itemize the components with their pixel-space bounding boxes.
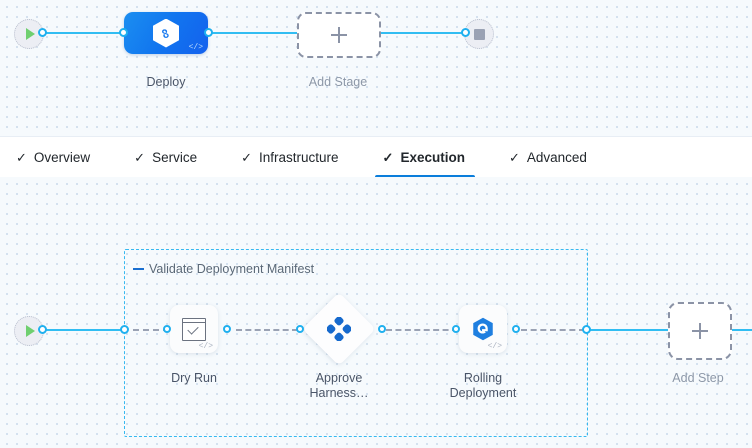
link-addstage-to-end (376, 32, 466, 34)
play-icon (26, 325, 35, 337)
step-label-rolling-deployment: Rolling Deployment (449, 371, 517, 400)
port-rolling-in[interactable] (452, 325, 460, 333)
tab-execution[interactable]: ✓ Execution (374, 137, 476, 178)
link-group-to-addstep (588, 329, 668, 331)
link-rolling-to-group-out (521, 329, 585, 331)
port-dry-run-in[interactable] (163, 325, 171, 333)
stage-config-tabs[interactable]: ✓ Overview ✓ Service ✓ Infrastructure ✓ … (0, 136, 752, 179)
port-group-in[interactable] (120, 325, 129, 334)
step-node-rolling-deployment[interactable]: </> (459, 305, 507, 353)
add-stage-button[interactable] (297, 12, 381, 58)
step-label-dry-run: Dry Run (171, 371, 217, 385)
stage-code-badge[interactable]: </> (188, 43, 203, 52)
tab-service[interactable]: ✓ Service (134, 137, 197, 178)
port-approve-out[interactable] (378, 325, 386, 333)
link-group-in-to-dryrun (133, 329, 169, 331)
plus-icon (331, 27, 347, 43)
check-icon: ✓ (382, 150, 394, 165)
step-code-badge[interactable]: </> (487, 342, 502, 351)
dry-run-check-icon (182, 317, 206, 341)
link-dryrun-to-approve (236, 329, 298, 331)
port-approve-in[interactable] (296, 325, 304, 333)
check-icon: ✓ (16, 150, 27, 165)
tab-label: Advanced (526, 150, 587, 165)
port-end-in[interactable] (461, 28, 470, 37)
port-group-out[interactable] (582, 325, 591, 334)
stage-graph-canvas[interactable]: </> Deploy Add Stage (0, 0, 752, 136)
port-start-out[interactable] (38, 28, 47, 37)
tab-label: Service (152, 150, 198, 165)
port-exec-start-out[interactable] (38, 325, 47, 334)
tab-label: Overview (33, 150, 91, 165)
minus-icon[interactable] (133, 268, 144, 270)
play-icon (26, 28, 35, 40)
harness-deploy-icon (153, 18, 179, 48)
port-rolling-out[interactable] (512, 325, 520, 333)
check-icon: ✓ (508, 150, 520, 165)
step-group-header[interactable]: Validate Deployment Manifest (133, 262, 314, 276)
port-deploy-out[interactable] (204, 28, 213, 37)
tab-advanced[interactable]: ✓ Advanced (509, 137, 587, 178)
tab-label: Infrastructure (259, 150, 339, 165)
check-icon: ✓ (134, 150, 146, 165)
link-start-to-deploy (42, 32, 124, 34)
step-group-label: Validate Deployment Manifest (149, 262, 315, 276)
step-node-dry-run[interactable]: </> (170, 305, 218, 353)
step-group-validate-deployment-manifest[interactable] (124, 249, 588, 437)
step-label-approve-harness: Approve Harness… (309, 371, 369, 400)
stop-icon (473, 28, 485, 40)
stage-label-deploy: Deploy (146, 75, 186, 89)
add-step-button[interactable] (668, 302, 732, 360)
step-code-badge[interactable]: </> (198, 342, 213, 351)
stage-node-deploy[interactable]: </> (124, 12, 208, 54)
check-icon: ✓ (241, 150, 252, 165)
harness-approval-icon (327, 317, 351, 341)
execution-graph-canvas[interactable]: Validate Deployment Manifest </> Dry Run (0, 177, 752, 448)
plus-icon (692, 323, 708, 339)
port-deploy-in[interactable] (119, 28, 128, 37)
port-dry-run-out[interactable] (223, 325, 231, 333)
link-deploy-to-addstage (210, 32, 300, 34)
tab-label: Execution (400, 150, 465, 165)
rolling-deployment-icon (470, 316, 496, 342)
link-approve-to-rolling (386, 329, 458, 331)
add-step-label: Add Step (672, 371, 724, 385)
tab-overview[interactable]: ✓ Overview (16, 137, 90, 178)
tab-infrastructure[interactable]: ✓ Infrastructure (241, 137, 338, 178)
add-stage-label: Add Stage (308, 75, 368, 89)
link-start-to-group (42, 329, 128, 331)
link-addstep-outgoing (729, 329, 752, 331)
